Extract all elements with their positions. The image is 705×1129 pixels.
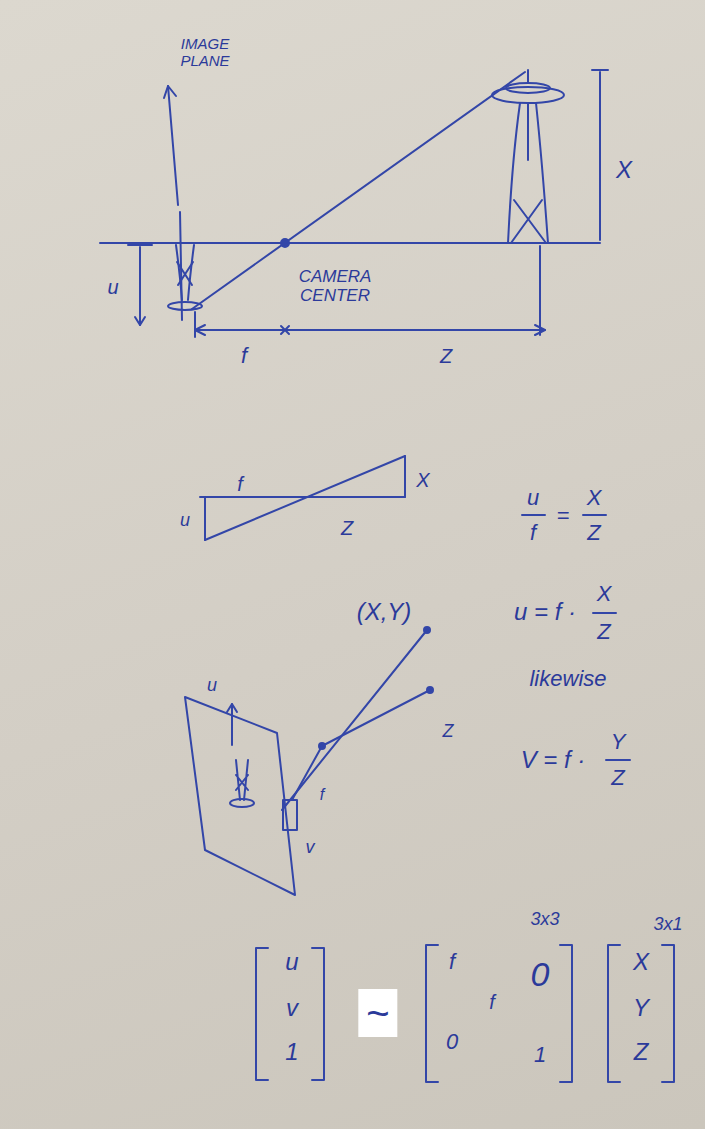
sketch-stroke [230, 799, 254, 807]
sketch-stroke [236, 760, 248, 800]
sketch-stroke [256, 948, 268, 1080]
sketch-stroke [231, 704, 233, 745]
sketch-stroke [527, 103, 529, 160]
sketch-label: u = f · [514, 599, 576, 625]
sketch-stroke [608, 945, 620, 1082]
sketch-stroke [404, 456, 406, 497]
sketch-label: f [237, 473, 243, 495]
sketch-label: 0 [446, 1030, 458, 1054]
sketch-label: 1 [534, 1043, 546, 1067]
fraction-bars [522, 515, 630, 760]
top-figure [100, 70, 608, 337]
sketch-label: X [587, 486, 602, 510]
sketch-label: Z [634, 1039, 649, 1065]
sketch-stroke [178, 262, 193, 285]
sketch-label: Z [341, 517, 353, 539]
sketch-stroke [227, 704, 237, 712]
sketch-stroke [135, 317, 145, 325]
sketch-label: v [286, 995, 298, 1021]
sketch-label: (X,Y) [357, 599, 412, 625]
sketch-stroke [281, 326, 289, 334]
sketch-stroke [100, 242, 600, 244]
sketch-stroke [164, 86, 176, 98]
sketch-label: u [285, 949, 298, 975]
sketch-label: f [489, 991, 495, 1013]
perspective-figure [185, 627, 433, 895]
sketch-stroke [185, 697, 295, 895]
sketch-stroke [188, 245, 194, 300]
sketch-stroke [204, 497, 206, 540]
sketch-stroke [535, 325, 545, 335]
sketch-label: likewise [529, 667, 606, 691]
sketch-label: u [527, 486, 539, 510]
sketch-label: CAMERA CENTER [275, 268, 395, 305]
sketch-label: ~ [358, 989, 397, 1037]
sketch-stroke [599, 72, 601, 240]
sketch-stroke [514, 200, 546, 243]
sketch-stroke [606, 759, 630, 761]
sketch-stroke [560, 945, 572, 1082]
sketch-stroke [205, 456, 405, 540]
sketch-label: Y [611, 730, 626, 754]
sketch-stroke [527, 70, 529, 83]
sketch-stroke [168, 302, 202, 310]
sketch-label: X [597, 582, 612, 606]
sketch-stroke [506, 83, 550, 93]
sketch-label: Z [611, 766, 624, 790]
sketch-label: V = f · [521, 747, 586, 773]
sketch-stroke [592, 69, 608, 71]
sketch-stroke [176, 245, 182, 300]
sketch-label: 1 [285, 1039, 298, 1065]
sketch-stroke [662, 945, 674, 1082]
sketch-label: X [416, 469, 429, 491]
sketch-stroke [593, 612, 616, 614]
sketch-stroke [539, 246, 541, 335]
sketch-stroke [322, 690, 430, 746]
sketch-stroke [168, 86, 178, 205]
sketch-stroke [195, 325, 205, 335]
sketch-label: 3x3 [530, 910, 559, 930]
sketch-stroke [492, 87, 564, 103]
sketch-stroke [426, 945, 438, 1082]
sketch-stroke [195, 329, 545, 331]
sketch-label: X [616, 157, 632, 183]
sketch-label: 0 [531, 956, 550, 993]
sketch-label: Z [440, 345, 452, 367]
sketch-label: Z [587, 521, 600, 545]
sketch-stroke [282, 630, 427, 810]
sketch-label: IMAGE PLANE [165, 36, 245, 69]
sketch-label: f [320, 786, 324, 804]
sketch-stroke [128, 244, 152, 246]
sketch-stroke [283, 800, 297, 830]
sketch-label: u [180, 511, 190, 531]
sketch-stroke [508, 103, 520, 243]
sketch-stroke [139, 247, 141, 325]
sketch-stroke [583, 514, 606, 516]
sketch-stroke [312, 948, 324, 1080]
sketch-label: Z [597, 620, 610, 644]
sketch-stroke [177, 262, 192, 285]
sketch-stroke [292, 746, 322, 800]
sketch-label: u [107, 276, 118, 298]
sketch-stroke [536, 103, 548, 243]
sketch-stroke [194, 312, 196, 337]
matrix-brackets [256, 945, 674, 1082]
sketch-label: v [306, 838, 315, 858]
sketch-label: u [207, 676, 217, 696]
sketch-label: Z [443, 722, 454, 742]
sketch-stroke [200, 496, 405, 498]
sketch-label: 3x1 [653, 915, 682, 935]
sketch-label: f [530, 521, 536, 545]
sketch-label: = [557, 504, 570, 528]
sketch-stroke [192, 72, 525, 309]
sketch-stroke [522, 514, 545, 516]
sketch-stroke [511, 200, 542, 243]
sketch-label: f [241, 344, 247, 368]
sketch-label: f [449, 950, 455, 974]
similar-triangles [200, 456, 405, 540]
sketch-label: X [633, 949, 649, 975]
sketch-label: Y [633, 995, 649, 1021]
